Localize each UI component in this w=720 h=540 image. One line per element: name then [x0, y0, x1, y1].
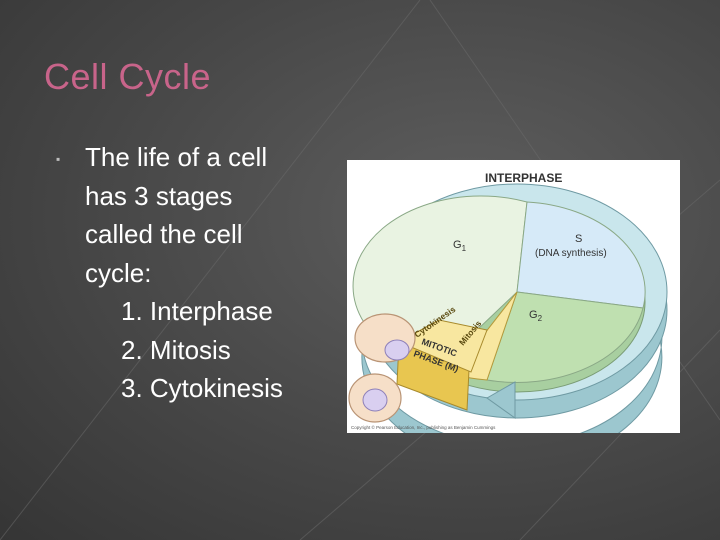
- s-label: S: [575, 233, 582, 245]
- body-line: has 3 stages: [85, 180, 233, 211]
- body-line: The life of a cell: [85, 142, 268, 172]
- g2-sector: [486, 291, 644, 383]
- mitotic-arrow: [397, 319, 488, 373]
- body-line: cycle:: [85, 257, 152, 288]
- cycle-arrow-icon: [486, 381, 516, 419]
- slide-title: Cell Cycle: [44, 56, 212, 97]
- s-description: (DNA synthesis): [535, 248, 607, 259]
- body-text: The life of a cell has 3 stages called t…: [85, 138, 325, 408]
- stage-interphase: 1. Interphase: [121, 296, 273, 326]
- interphase-label: INTERPHASE: [485, 171, 562, 185]
- s-sector: [516, 201, 646, 309]
- g2-label: G2: [529, 309, 543, 323]
- copyright-text: Copyright © Pearson Education, Inc., pub…: [351, 424, 496, 430]
- nucleus-icon: [384, 339, 410, 361]
- cell-cycle-svg: INTERPHASE G1 S (DNA synthesis) G2 Cytok…: [348, 171, 668, 433]
- stage-mitosis: 2. Mitosis: [121, 334, 231, 365]
- stage-cytokinesis: 3. Cytokinesis: [121, 373, 283, 403]
- body-line: called the cell: [85, 219, 243, 249]
- nucleus-icon: [362, 388, 388, 412]
- bullet-icon: ▪: [56, 152, 61, 166]
- cell-cycle-diagram: INTERPHASE G1 S (DNA synthesis) G2 Cytok…: [347, 160, 680, 433]
- g1-label: G1: [453, 239, 467, 253]
